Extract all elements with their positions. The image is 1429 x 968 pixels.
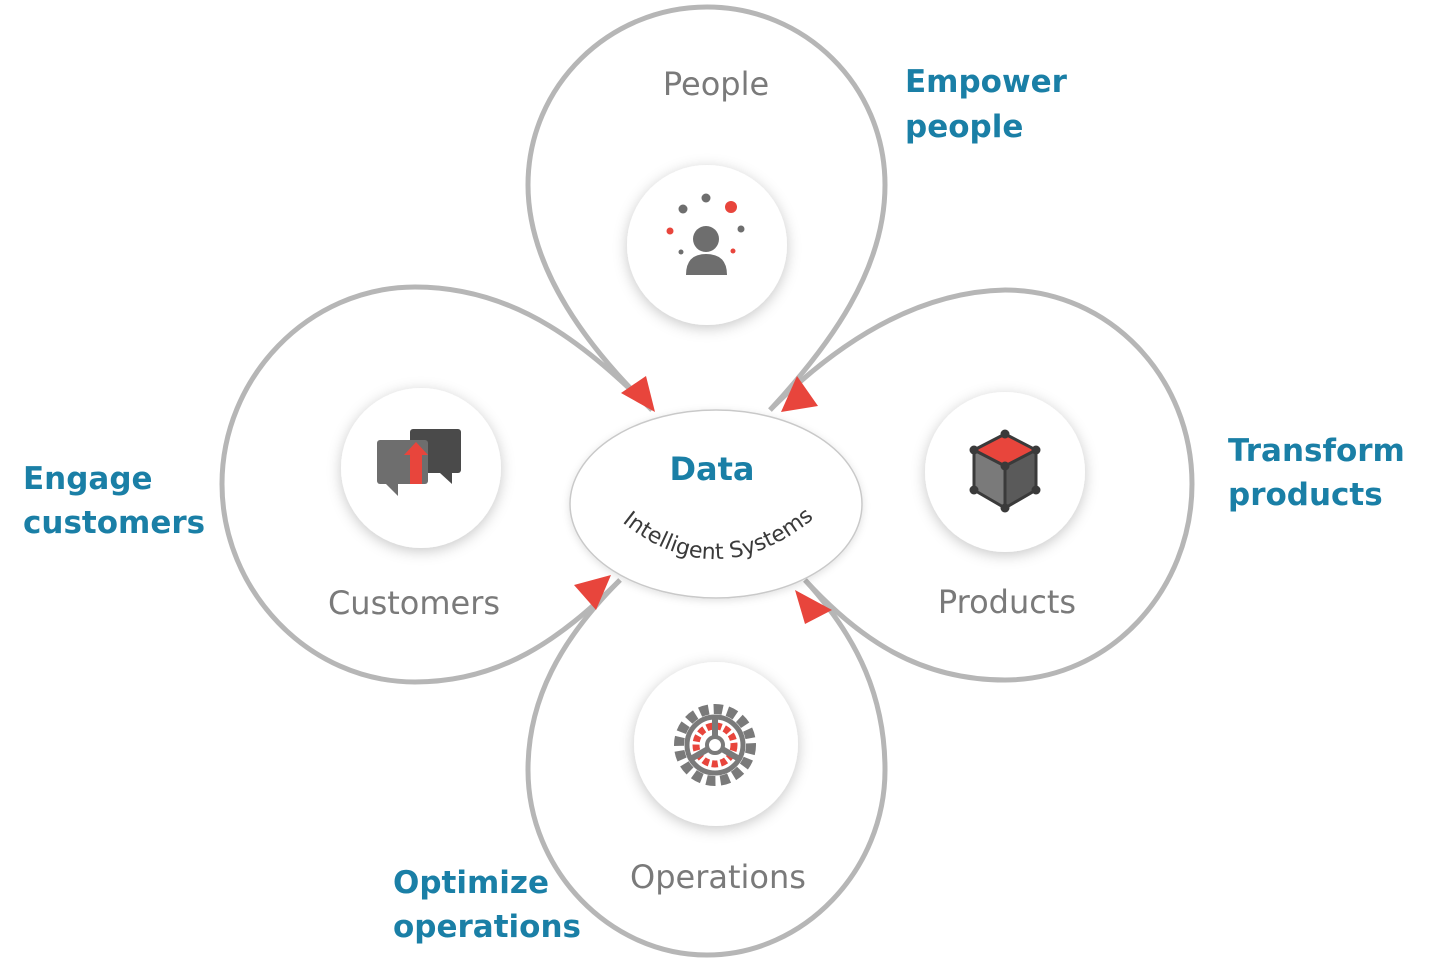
arrow-customers-to-center [574,575,611,610]
outcome-engage-customers: Engage customers [23,461,205,541]
loop-customers [219,284,654,685]
outcome-optimize-line1: Optimize [393,865,549,901]
node-products: Products [925,392,1085,621]
outcome-empower-people: Empower people [905,64,1068,145]
node-operations: Operations [630,662,806,896]
arrow-products-to-center [781,376,818,412]
outcome-optimize-line2: operations [393,909,581,945]
products-label: Products [938,583,1076,621]
node-customers: Customers [328,388,501,622]
outcome-transform-line2: products [1228,477,1383,513]
outcome-empower-line2: people [905,109,1023,145]
loop-products [768,287,1195,683]
outcome-engage-line2: customers [23,505,205,541]
outcome-transform-products: Transform products [1228,433,1405,513]
operations-label: Operations [630,858,806,896]
person-icon [666,193,745,275]
outcome-optimize-operations: Optimize operations [393,865,581,945]
chat-bubbles-icon [377,429,461,496]
outcome-engage-line1: Engage [23,461,153,497]
outcome-transform-line1: Transform [1228,433,1405,469]
people-label: People [663,65,769,103]
center-title: Data [669,450,754,488]
center-hub: Data Intelligent Systems [569,409,863,599]
loop-operations [525,578,888,958]
arrow-people-to-center [621,376,655,412]
arrow-operations-to-center [795,590,832,624]
cube-icon [969,429,1041,513]
outcome-empower-line1: Empower [905,64,1068,100]
loop-people [525,4,888,412]
node-people: People [627,65,787,325]
gear-icon [674,704,756,786]
customers-label: Customers [328,584,500,622]
